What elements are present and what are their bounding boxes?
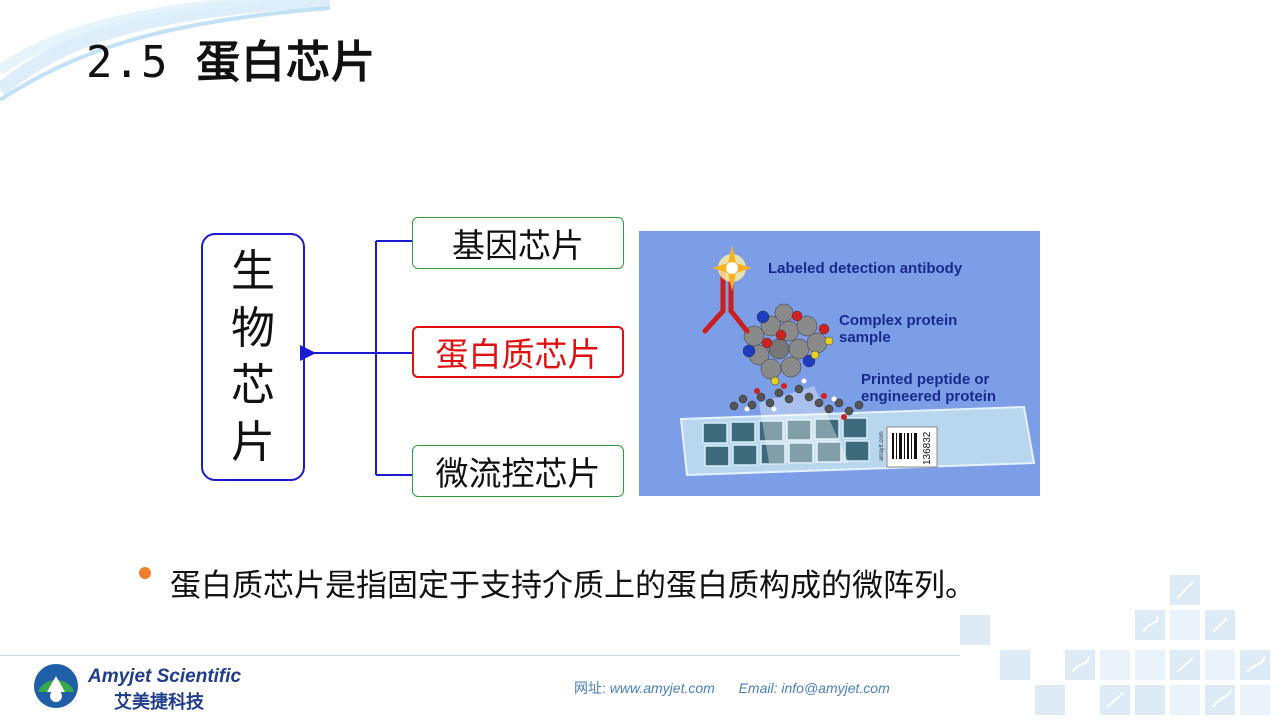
chip-item-gene: 基因芯片 <box>412 217 624 269</box>
website-link[interactable]: www.amyjet.com <box>609 680 715 696</box>
tree-connectors <box>300 240 412 476</box>
label-antibody: Labeled detection antibody <box>768 260 963 277</box>
chip-item-label: 基因芯片 <box>452 226 584 265</box>
root-char: 芯 <box>231 360 275 411</box>
amyjet-logo-icon <box>34 664 78 708</box>
slide-brand-text: arrayit.com <box>879 431 885 461</box>
brand-name-en: Amyjet Scientific <box>88 666 242 687</box>
chip-item-protein: 蛋白质芯片 <box>412 326 624 378</box>
label-sample-line1: Complex protein <box>839 312 958 329</box>
label-peptide-line1: Printed peptide or <box>861 371 990 388</box>
root-char: 片 <box>231 417 275 468</box>
bullet-dot-icon <box>139 567 151 579</box>
title-number: 2.5 <box>86 37 169 88</box>
chip-item-microfluidic: 微流控芯片 <box>412 445 624 497</box>
chip-item-label: 蛋白质芯片 <box>435 335 601 374</box>
chip-item-label: 微流控芯片 <box>435 454 601 493</box>
header-swoosh-decoration <box>0 0 330 102</box>
protein-chip-illustration: 136832 arrayit.com <box>639 231 1040 496</box>
biochip-root-box: 生 物 芯 片 <box>201 233 305 481</box>
bullet-text: 蛋白质芯片是指固定于支持介质上的蛋白质构成的微阵列。 <box>170 568 976 604</box>
brand-name-zh: 艾美捷科技 <box>114 692 204 713</box>
decorative-mosaic <box>960 575 1270 715</box>
page-title: 2.5 蛋白芯片 <box>86 26 376 90</box>
root-char: 物 <box>231 303 275 354</box>
footer-contact: 网址: www.amyjet.com Email: info@amyjet.co… <box>574 678 890 698</box>
title-text: 蛋白芯片 <box>195 37 376 88</box>
barcode-number: 136832 <box>922 431 933 465</box>
illustration-graphic: 136832 arrayit.com <box>679 245 1036 477</box>
footer-divider <box>0 655 960 656</box>
email-link[interactable]: info@amyjet.com <box>781 680 890 696</box>
site-label: 网址: <box>574 680 606 696</box>
root-char: 生 <box>231 246 275 297</box>
label-peptide-line2: engineered protein <box>861 388 997 405</box>
label-sample-line2: sample <box>839 329 891 346</box>
email-label: Email: <box>738 680 778 696</box>
